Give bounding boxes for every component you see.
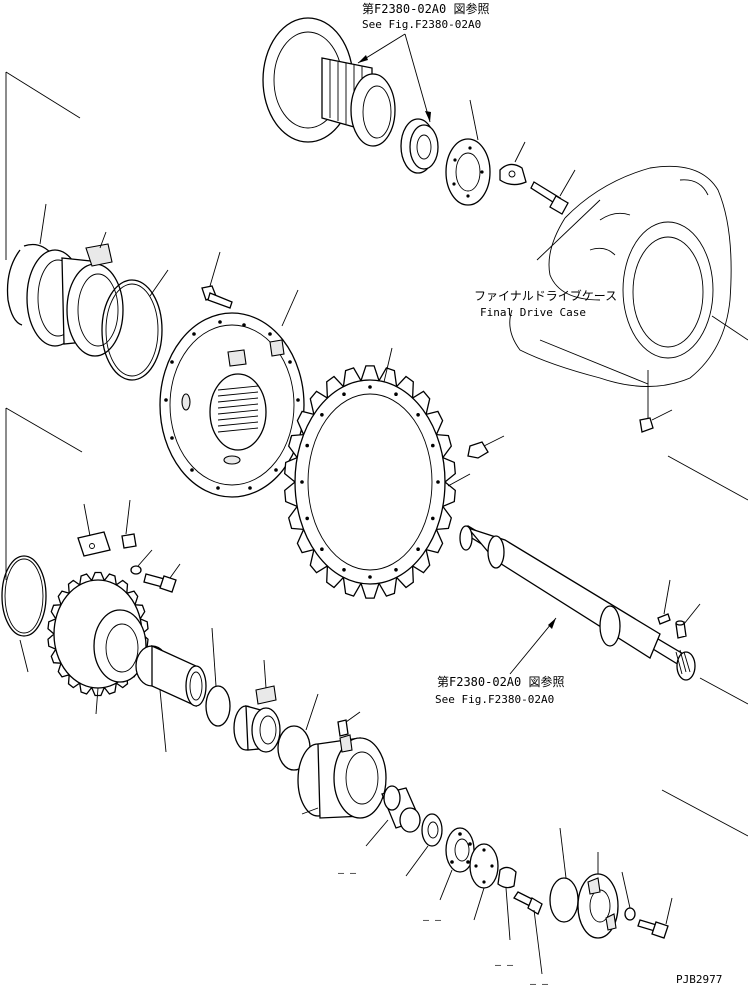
lock-clip [497,866,517,941]
lock-washer [130,549,153,575]
shaft-reference-english: See Fig.F2380-02A0 [435,693,554,706]
cap-screw [143,563,181,593]
sprocket-bolt-hole [394,568,398,572]
case-plug [639,409,673,433]
bushing [365,785,421,847]
guard-block [77,503,111,557]
small-washer [621,871,636,921]
pinion-gear [47,571,149,715]
shaft-dowel-pin [675,603,701,639]
sprocket-bolt-hole [416,413,420,417]
mount-bolt [201,251,233,309]
sprocket-bolt-hole [416,547,420,551]
sprocket-bolt-hole [342,392,346,397]
upper-left-frame [5,71,81,260]
lower-left-frame [5,407,83,580]
figure-code: PJB2977 [676,973,722,986]
final-drive-case-label-english: Final Drive Case [480,306,586,319]
sprocket-bolt-hole [300,480,304,484]
final-drive-case-label-japanese: ファイナルドライブケース [474,288,617,303]
o-ring-lower [1,555,47,673]
sprocket-bolt-hole [431,443,435,448]
blank-mark-3: – – [495,960,514,971]
bearing [400,118,439,174]
floating-seal-assembly [26,231,124,357]
o-ring-small [205,627,231,727]
splined-hub [262,17,396,147]
shaft-reference-arrow [509,617,557,675]
sprocket-nut [467,435,505,459]
lock-plate [499,141,527,186]
o-ring-upper [101,269,169,381]
floating-seal-lower [233,659,281,753]
sprocket-ring [284,347,471,599]
sprocket-bolt-hole [368,385,372,389]
sprocket-bolt-hole [305,443,310,448]
end-cap-bolt [637,897,673,939]
shaft-reference-japanese: 第F2380-02A0 図参照 [437,674,564,689]
dowel-pin [121,499,137,549]
housing-pin [337,711,361,737]
sprocket-bolt-hole [436,480,440,484]
right-frame-lines [661,677,748,837]
blank-mark-4: – – [530,979,549,987]
sprocket-bolt-hole [368,575,372,579]
drive-shaft [459,525,696,681]
end-bolt [513,891,543,975]
bearing-housing [297,734,387,819]
hub-bolt [530,169,576,215]
sprocket-bolt-hole [394,392,398,397]
o-ring-end [549,827,579,923]
shaft-key [657,579,671,625]
sprocket-bolt-hole [320,413,324,417]
top-reference-japanese: 第F2380-02A0 図参照 [362,1,489,16]
sprocket-bolt-hole [342,568,346,572]
bearing-cage [439,827,475,901]
sleeve [135,644,207,753]
top-reference-arrows [357,33,431,123]
top-reference-english: See Fig.F2380-02A0 [362,18,481,31]
sprocket-bolt-hole [431,516,435,521]
sprocket-bolt-hole [305,516,310,521]
end-plate [469,843,499,921]
thrust-washer [405,813,443,877]
blank-mark-1: – – [338,868,357,879]
sprocket-bolt-hole [320,547,324,551]
final-drive-case [509,165,748,501]
retainer-plate [445,99,491,206]
blank-mark-2: – – [423,915,442,926]
coupling [577,852,619,939]
sprocket-hub [159,289,305,498]
